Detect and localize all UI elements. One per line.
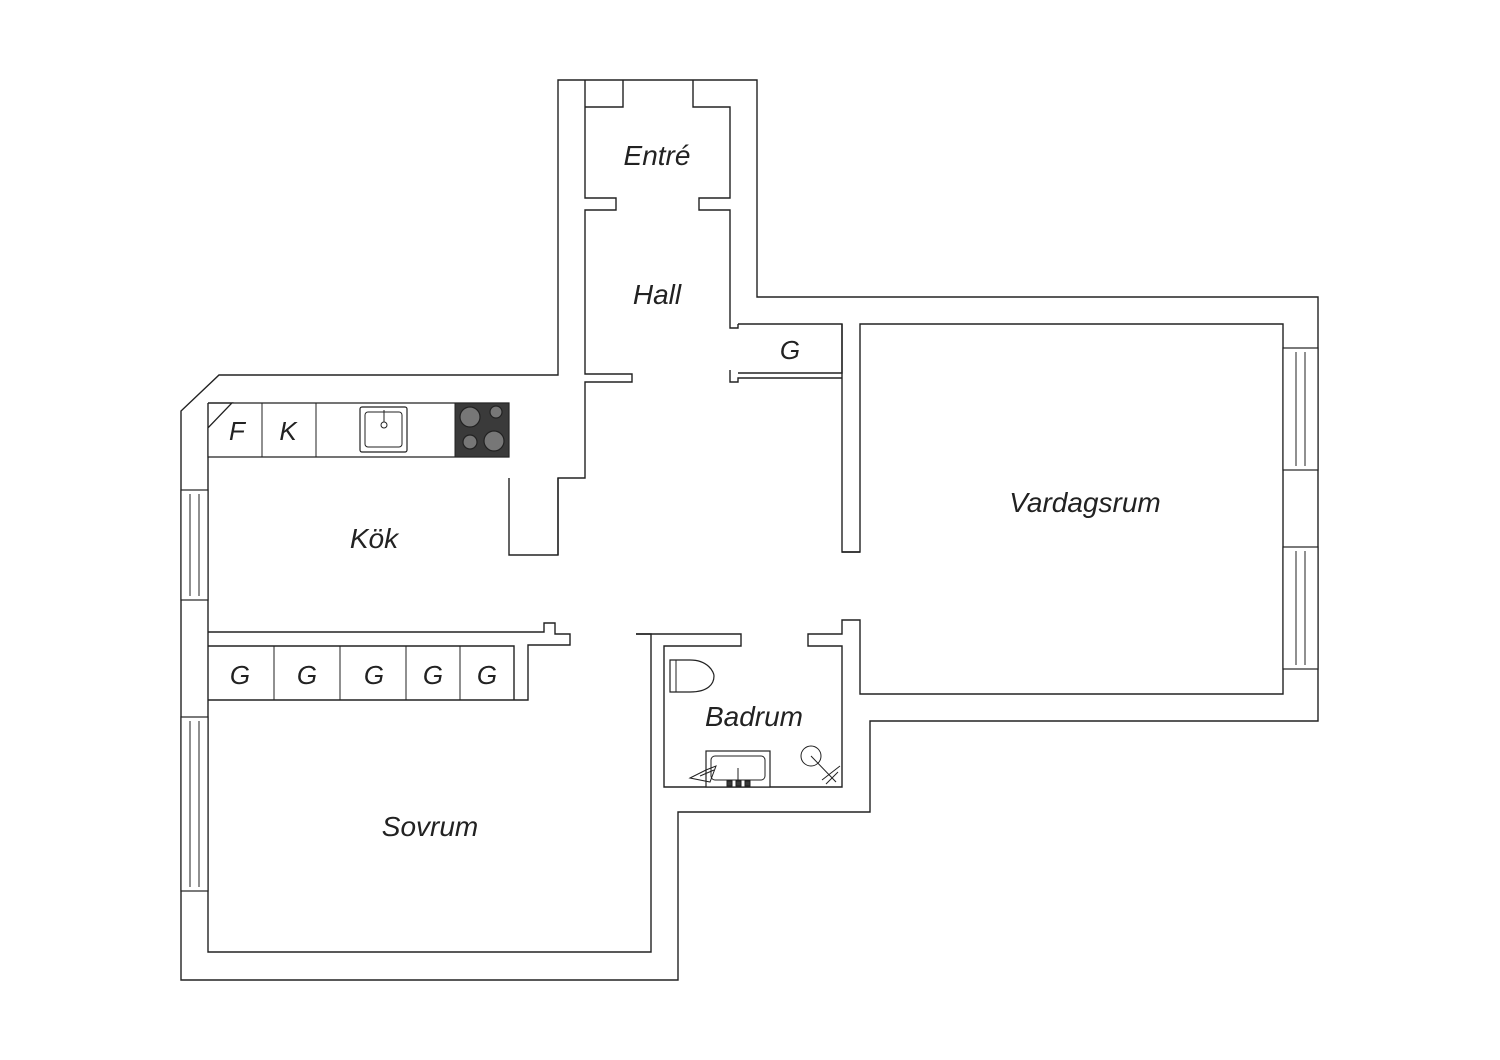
washbasin-icon xyxy=(705,750,771,788)
stove-icon xyxy=(454,402,510,458)
shower-icon xyxy=(800,745,841,785)
towel-hook-icon xyxy=(688,765,717,783)
room-label-hall: Hall xyxy=(633,279,682,310)
bedroom-wardrobes: G G G G G xyxy=(230,646,497,700)
hall-closet-label: G xyxy=(780,335,800,365)
window-bedroom xyxy=(180,716,209,892)
living-room-walls xyxy=(636,323,1284,788)
room-label-sovrum: Sovrum xyxy=(382,811,478,842)
wardrobe-label-5: G xyxy=(477,660,497,690)
room-labels: Entré Hall Kök Vardagsrum Badrum Sovrum xyxy=(350,140,1161,842)
kitchen-counter: F K xyxy=(207,402,510,458)
wardrobe-label-4: G xyxy=(423,660,443,690)
kitchen-bedroom-divider xyxy=(208,622,571,701)
hall-closet: G xyxy=(780,335,800,365)
wardrobe-label-2: G xyxy=(297,660,317,690)
room-label-entre: Entré xyxy=(624,140,691,171)
room-label-vardagsrum: Vardagsrum xyxy=(1009,487,1160,518)
toilet-icon xyxy=(669,659,715,693)
bathroom-fixtures xyxy=(669,659,841,788)
freezer-label: K xyxy=(279,416,298,446)
windows xyxy=(180,347,1319,892)
window-living-1 xyxy=(1282,347,1319,471)
kitchen-sink-icon xyxy=(359,406,408,453)
room-label-kok: Kök xyxy=(350,523,400,554)
wardrobe-label-1: G xyxy=(230,660,250,690)
wardrobe-label-3: G xyxy=(364,660,384,690)
window-living-2 xyxy=(1282,546,1319,670)
fridge-label: F xyxy=(229,416,247,446)
window-kitchen xyxy=(180,489,209,601)
room-label-badrum: Badrum xyxy=(705,701,803,732)
entrance-walls xyxy=(508,80,843,556)
